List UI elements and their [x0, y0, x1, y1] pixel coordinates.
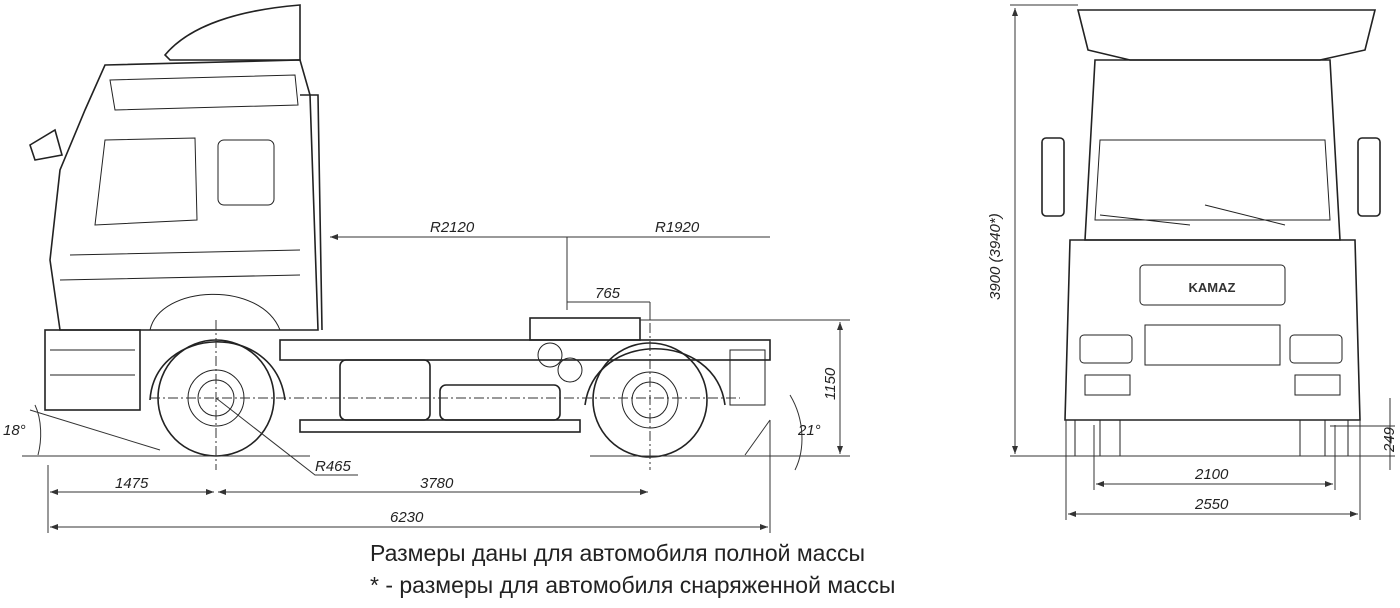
dim-r465: R465 — [315, 458, 352, 475]
dim-approach-angle: 18° — [3, 422, 26, 439]
dim-765: 765 — [595, 285, 621, 302]
dim-3780: 3780 — [420, 475, 454, 492]
dim-2100: 2100 — [1194, 466, 1229, 483]
caption-curb-mass: * - размеры для автомобиля снаряженной м… — [370, 572, 896, 598]
dim-departure-angle: 21° — [797, 422, 821, 439]
front-view-truck: KAMAZ — [1041, 9, 1381, 456]
dim-2550: 2550 — [1194, 496, 1229, 513]
dim-249: 249 — [1381, 426, 1398, 453]
caption-full-mass: Размеры даны для автомобиля полной массы — [370, 540, 865, 566]
dim-r2120: R2120 — [430, 219, 475, 236]
side-view-truck — [29, 4, 771, 433]
kamaz-logo: KAMAZ — [1189, 280, 1236, 295]
dim-1475: 1475 — [115, 475, 149, 492]
dim-r1920: R1920 — [655, 219, 700, 236]
dim-6230: 6230 — [390, 509, 424, 526]
dim-overall-height: 3900 (3940*) — [987, 213, 1004, 300]
dim-1150: 1150 — [822, 367, 839, 400]
